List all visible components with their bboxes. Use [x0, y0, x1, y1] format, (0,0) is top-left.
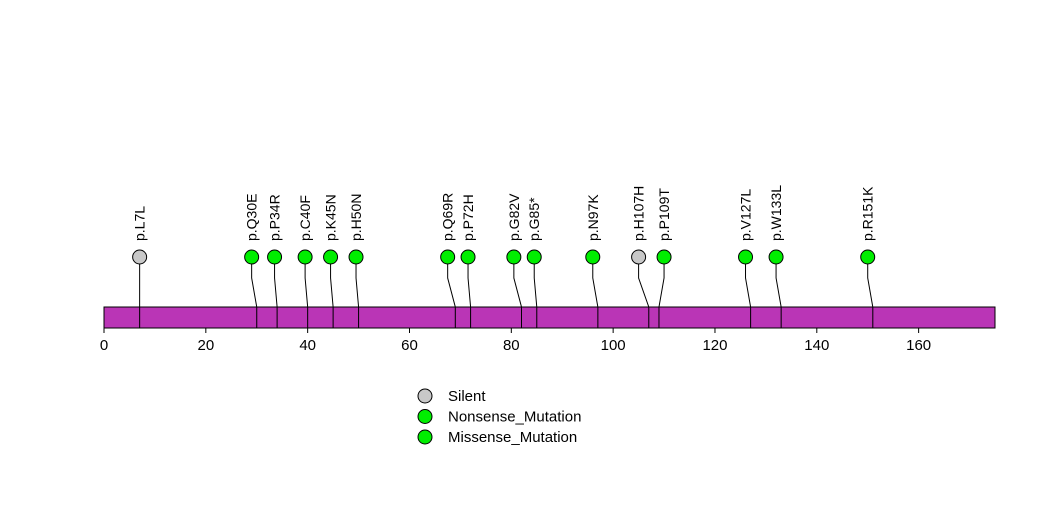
mutation-label: p.K45N: [323, 194, 339, 241]
mutation-label: p.H50N: [348, 194, 364, 241]
lollipop-circle: [348, 249, 364, 265]
lollipop-circle: [506, 249, 522, 265]
mutation-label: p.H107H: [631, 186, 647, 241]
legend-label: Missense_Mutation: [448, 429, 577, 446]
mutation-label: p.Q30E: [244, 194, 260, 241]
mutation-label: p.P109T: [656, 188, 672, 241]
lollipop-circle: [440, 249, 456, 265]
mutation-label: p.G85*: [526, 197, 542, 241]
x-axis-tick-label: 40: [299, 337, 316, 354]
mutation-label: p.L7L: [132, 206, 148, 241]
lollipop-circle: [297, 249, 313, 265]
x-axis-tick-label: 100: [601, 337, 626, 354]
legend-label: Silent: [448, 388, 486, 405]
mutation-label: p.G82V: [506, 193, 522, 241]
lollipop-circle: [460, 249, 476, 265]
mutation-label: p.V127L: [738, 189, 754, 241]
legend-swatch: [417, 409, 433, 424]
x-axis-tick-label: 0: [100, 337, 108, 354]
lollipop-circle: [631, 249, 647, 265]
x-axis-tick-label: 20: [197, 337, 214, 354]
lollipop-circle: [323, 249, 339, 265]
protein-bar-group: [103, 306, 996, 329]
lollipop-circle: [860, 249, 876, 265]
legend-swatch: [417, 429, 433, 445]
mutation-label: p.N97K: [585, 194, 601, 241]
mutation-label: p.R151K: [860, 186, 876, 241]
legend-swatch: [417, 388, 433, 404]
lollipop-circle: [267, 249, 283, 265]
protein-bar: [103, 306, 996, 329]
lollipop-circle: [132, 249, 148, 265]
mutation-label: p.P72H: [460, 194, 476, 241]
lollipop-heads-group: p.L7L p.Q30E p.P34R p.C40F p.K45N p.H50N p.Q69…: [132, 185, 876, 265]
lollipop-circle: [768, 249, 784, 265]
x-axis-tick-label: 60: [401, 337, 418, 354]
x-axis-tick-label: 80: [503, 337, 520, 354]
x-axis-tick-label: 160: [906, 337, 931, 354]
x-axis: 0 20 40 60 80 100 120 140 160: [100, 328, 931, 354]
legend-label: Nonsense_Mutation: [448, 409, 581, 426]
mutation-label: p.C40F: [297, 195, 313, 241]
lollipop-circle: [526, 249, 542, 265]
x-axis-tick-label: 140: [804, 337, 829, 354]
mutation-label: p.W133L: [768, 185, 784, 241]
lollipop-circle: [656, 249, 672, 265]
lollipop-circle: [585, 249, 601, 265]
x-axis-tick-label: 120: [702, 337, 727, 354]
lollipop-circle: [244, 249, 260, 265]
mutation-label: p.Q69R: [440, 193, 456, 241]
mutation-label: p.P34R: [267, 194, 283, 241]
lollipop-circle: [738, 249, 754, 265]
